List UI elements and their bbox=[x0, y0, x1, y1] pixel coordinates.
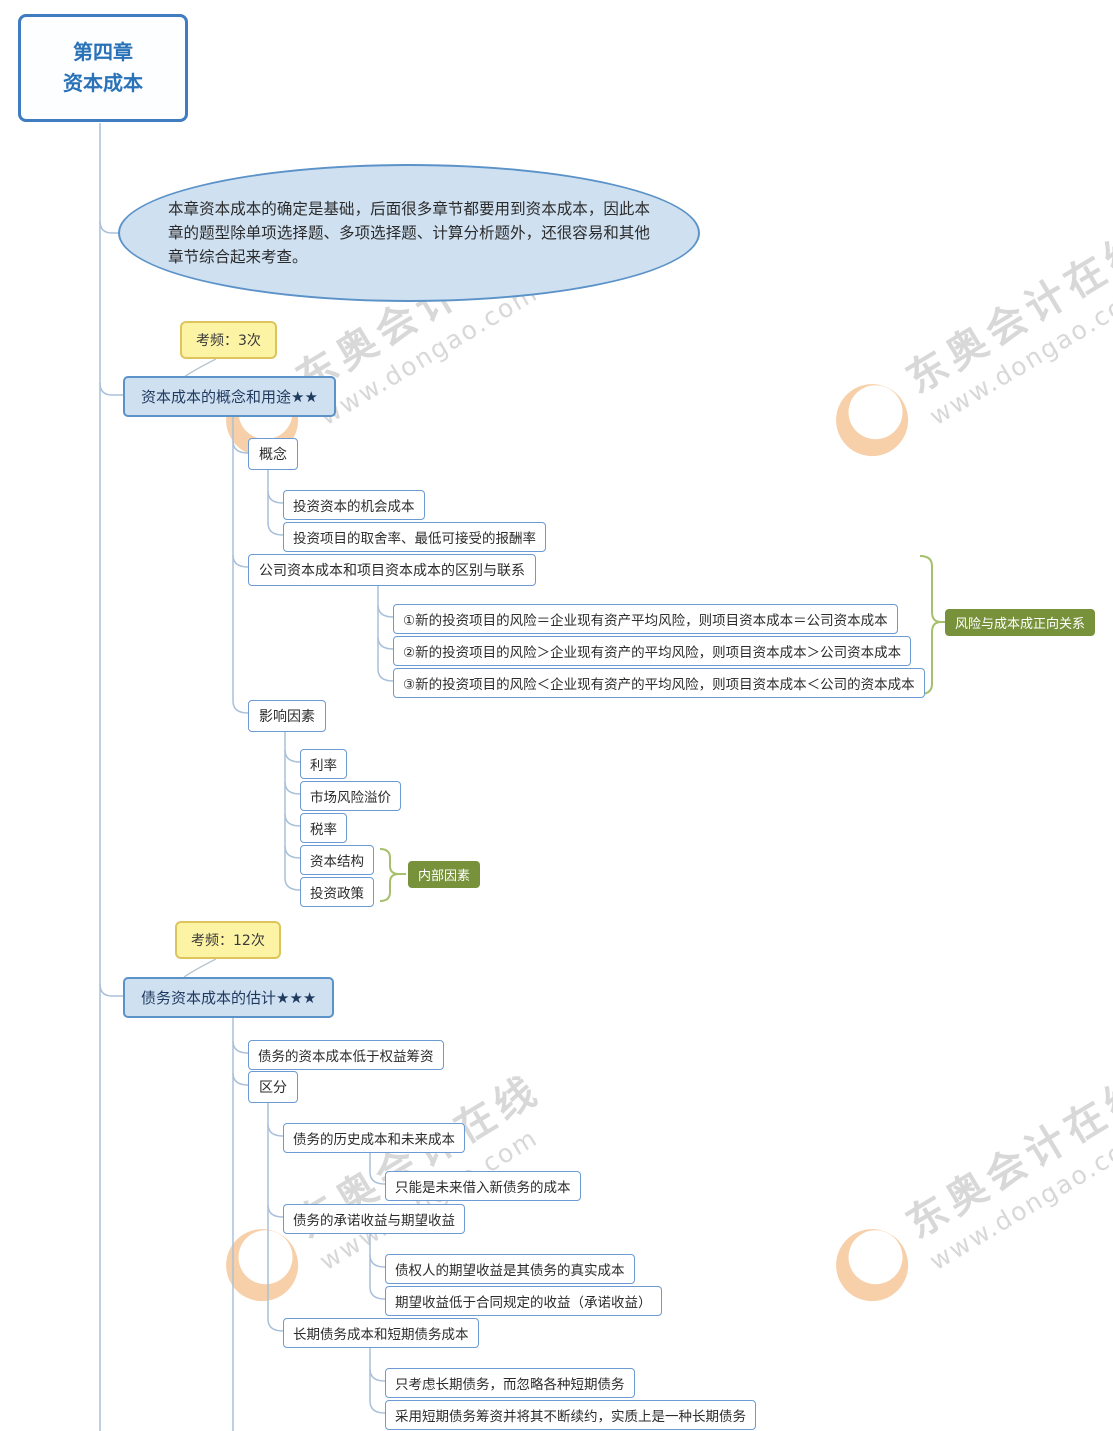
node-rolling-shortterm-debt[interactable]: 采用短期债务筹资并将其不断续约，实质上是一种长期债务 bbox=[385, 1400, 756, 1430]
connector-to-distinguish bbox=[232, 1072, 249, 1086]
connector-to-intro bbox=[99, 220, 118, 234]
connector-factor-3 bbox=[284, 813, 301, 827]
node-longterm-vs-shortterm-cost[interactable]: 长期债务成本和短期债务成本 bbox=[283, 1318, 479, 1348]
node-only-longterm-debt[interactable]: 只考虑长期债务，而忽略各种短期债务 bbox=[385, 1368, 635, 1398]
node-tax-rate[interactable]: 税率 bbox=[300, 813, 347, 843]
root-node[interactable]: 第四章 资本成本 bbox=[18, 14, 188, 122]
connector-note1 bbox=[183, 358, 217, 378]
node-influence-factors[interactable]: 影响因素 bbox=[248, 700, 326, 732]
connector-g2-child2 bbox=[369, 1286, 386, 1300]
callout-risk-cost-relation[interactable]: 风险与成本成正向关系 bbox=[945, 609, 1096, 636]
connector-factor-4 bbox=[284, 845, 301, 859]
node-risk-greater[interactable]: ②新的投资项目的风险＞企业现有资产的平均风险，则项目资本成本＞公司资本成本 bbox=[393, 636, 912, 666]
connector-group-1 bbox=[267, 1123, 284, 1137]
connector-to-concept bbox=[232, 440, 249, 454]
root-title-line2: 资本成本 bbox=[63, 71, 143, 95]
connector-note2 bbox=[183, 958, 217, 978]
connector-group-3 bbox=[267, 1318, 284, 1332]
intro-ellipse[interactable]: 本章资本成本的确定是基础，后面很多章节都要用到资本成本，因此本章的题型除单项选择… bbox=[118, 164, 700, 302]
bracket-internal-factors bbox=[379, 848, 406, 902]
connector-to-topic1 bbox=[99, 382, 123, 396]
node-market-risk-premium[interactable]: 市场风险溢价 bbox=[300, 781, 401, 811]
node-expected-below-promised[interactable]: 期望收益低于合同规定的收益（承诺收益） bbox=[385, 1286, 662, 1316]
node-risk-equal[interactable]: ①新的投资项目的风险＝企业现有资产平均风险，则项目资本成本＝公司资本成本 bbox=[393, 604, 898, 634]
intro-text: 本章资本成本的确定是基础，后面很多章节都要用到资本成本，因此本章的题型除单项选择… bbox=[168, 199, 650, 266]
bracket-risk-relation bbox=[919, 555, 945, 695]
node-expected-return-true-cost[interactable]: 债权人的期望收益是其债务的真实成本 bbox=[385, 1254, 635, 1284]
node-interest-rate[interactable]: 利率 bbox=[300, 749, 347, 779]
connector-relation-1 bbox=[377, 604, 394, 618]
root-title-line1: 第四章 bbox=[73, 40, 133, 64]
frequency-note-2[interactable]: 考频：12次 bbox=[175, 921, 281, 959]
connector-concept-2 bbox=[267, 522, 284, 536]
callout-internal-factors[interactable]: 内部因素 bbox=[408, 861, 481, 888]
connector-g3-child1 bbox=[369, 1368, 386, 1382]
connector-to-factors bbox=[232, 700, 249, 714]
connector-to-point bbox=[232, 1040, 249, 1054]
connector-relation-2 bbox=[377, 636, 394, 650]
node-opportunity-cost[interactable]: 投资资本的机会成本 bbox=[283, 490, 425, 520]
node-company-vs-project[interactable]: 公司资本成本和项目资本成本的区别与联系 bbox=[248, 554, 536, 586]
topic-debt-cost-estimate[interactable]: 债务资本成本的估计★★★ bbox=[123, 977, 335, 1018]
connector-g3-child2 bbox=[369, 1400, 386, 1414]
connector-relation-3 bbox=[377, 668, 394, 682]
connector-concept-1 bbox=[267, 490, 284, 504]
connector-group-2 bbox=[267, 1204, 284, 1218]
connector-to-topic2 bbox=[99, 983, 123, 997]
connector-g2-child1 bbox=[369, 1254, 386, 1268]
node-capital-structure[interactable]: 资本结构 bbox=[300, 845, 374, 875]
connector-factor-2 bbox=[284, 781, 301, 795]
node-investment-policy[interactable]: 投资政策 bbox=[300, 877, 374, 907]
node-concept[interactable]: 概念 bbox=[248, 438, 298, 470]
node-cutoff-rate[interactable]: 投资项目的取舍率、最低可接受的报酬率 bbox=[283, 522, 546, 552]
connector-factor-1 bbox=[284, 749, 301, 763]
node-risk-less[interactable]: ③新的投资项目的风险＜企业现有资产的平均风险，则项目资本成本＜公司的资本成本 bbox=[393, 668, 925, 698]
connector-factor-5 bbox=[284, 877, 301, 891]
frequency-note-1[interactable]: 考频：3次 bbox=[180, 321, 277, 359]
node-historical-vs-future-cost[interactable]: 债务的历史成本和未来成本 bbox=[283, 1123, 465, 1153]
node-only-future-debt-cost[interactable]: 只能是未来借入新债务的成本 bbox=[385, 1171, 581, 1201]
node-debt-lower-than-equity[interactable]: 债务的资本成本低于权益筹资 bbox=[248, 1040, 444, 1070]
node-distinguish[interactable]: 区分 bbox=[248, 1071, 298, 1103]
topic-cost-concept[interactable]: 资本成本的概念和用途★★ bbox=[123, 376, 336, 417]
node-promised-vs-expected-return[interactable]: 债务的承诺收益与期望收益 bbox=[283, 1204, 465, 1234]
connector-to-relation bbox=[232, 554, 249, 568]
connector-g1-child bbox=[369, 1149, 386, 1185]
